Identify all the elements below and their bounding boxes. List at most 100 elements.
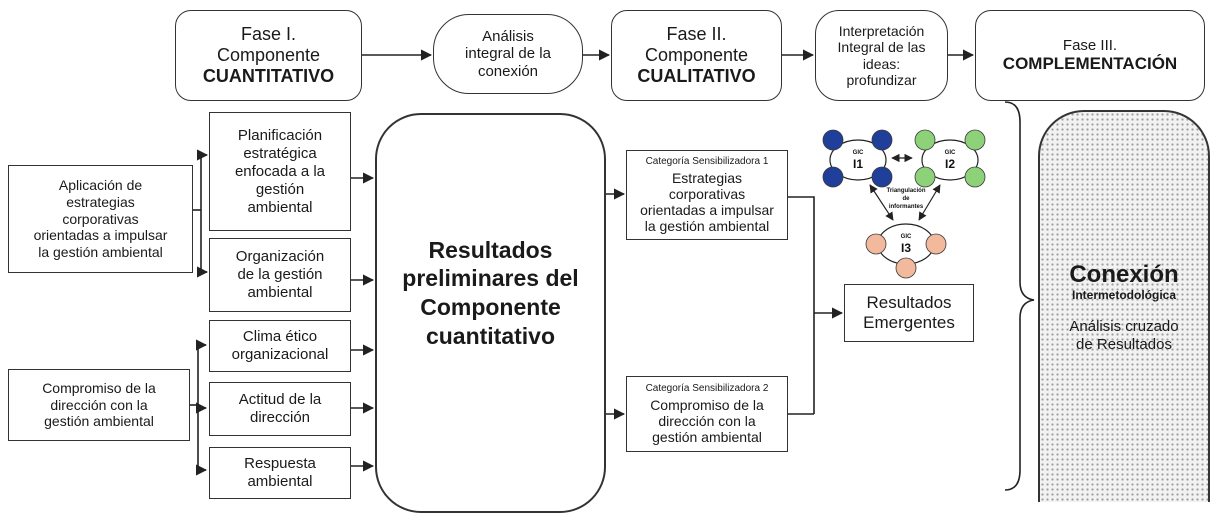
phase1-line3: CUANTITATIVO — [202, 65, 335, 86]
informant-node — [964, 129, 986, 151]
group-i3-members — [865, 233, 947, 279]
phase2-line3: CUALITATIVO — [637, 65, 756, 86]
planning-line4: gestión — [255, 180, 305, 198]
phase1-line2: Componente — [216, 45, 321, 66]
phase3-line1: Fase III. — [1062, 37, 1118, 55]
connection-detail-line2: de Resultados — [1076, 335, 1172, 353]
cat1-line2: corporativas — [668, 185, 746, 202]
analysis-box: Análisis integral de la conexión — [433, 14, 583, 94]
attitude-line1: Actitud de la — [238, 391, 322, 408]
phase2-box: Fase II. Componente CUALITATIVO — [611, 10, 782, 101]
category-application: Aplicación de estrategias corporativas o… — [8, 165, 193, 273]
cat2-line2: dirección con la — [658, 412, 756, 429]
group-i2-tag: GIC — [945, 150, 956, 156]
informant-node — [925, 233, 947, 255]
informant-node — [914, 166, 936, 188]
cat1-line3: orientadas a impulsar — [640, 201, 774, 218]
phase2-line2: Componente — [644, 45, 749, 66]
phase3-box: Fase III. COMPLEMENTACIÓN — [975, 10, 1205, 101]
emergent-line1: Resultados — [866, 292, 952, 312]
interpretation-line3: ideas: — [862, 55, 901, 72]
group-i2-label: I2 — [945, 157, 955, 171]
cat2-line3: gestión ambiental — [652, 428, 762, 445]
connection-title: Conexión — [1069, 261, 1179, 289]
connection-subtitle: Intermetodológica — [1071, 287, 1176, 302]
dimension-climate: Clima ético organizacional — [209, 320, 351, 372]
interpretation-line2: Integral de las — [837, 39, 926, 56]
preliminary-line4: cuantitativo — [425, 322, 556, 349]
organization-line2: de la gestión — [237, 266, 323, 283]
planning-line3: enfocada a la — [234, 162, 326, 180]
dimension-attitude: Actitud de la dirección — [209, 382, 351, 436]
dimension-response: Respuesta ambiental — [209, 447, 351, 499]
commitment-line3: gestión ambiental — [44, 413, 154, 430]
informant-node — [822, 129, 844, 151]
group-i1-members — [822, 129, 893, 188]
analysis-line2: integral de la — [465, 45, 551, 63]
connector-layer: GIC I1 GIC I2 GIC I3 Triangulación de in… — [190, 49, 1035, 491]
group-i2-members — [914, 129, 986, 188]
cat1-line1: Estrategias — [671, 169, 743, 186]
cat2-line1: Compromiso de la — [650, 396, 764, 413]
organization-line3: ambiental — [247, 284, 313, 301]
application-line1: Aplicación de — [58, 177, 143, 193]
cat1-line4: la gestión ambiental — [644, 217, 770, 234]
phase3-line2: COMPLEMENTACIÓN — [1002, 54, 1178, 74]
emergent-line2: Emergentes — [863, 313, 955, 332]
triangulation-line3: informantes — [889, 204, 924, 210]
response-line1: Respuesta — [244, 455, 316, 472]
connection-detail-line1: Análisis cruzado — [1069, 318, 1179, 336]
planning-line5: ambiental — [247, 198, 313, 216]
planning-line2: estratégica — [243, 144, 317, 162]
interpretation-line1: Interpretación — [838, 23, 925, 40]
cat1-title: Categoría Sensibilizadora 1 — [645, 156, 769, 168]
informant-node — [871, 166, 893, 188]
informant-node — [871, 129, 893, 151]
curly-brace — [1004, 101, 1035, 491]
group-i1-label: I1 — [853, 157, 863, 171]
organization-line1: Organización — [235, 248, 325, 265]
attitude-line2: dirección — [249, 409, 311, 426]
commitment-line2: dirección con la — [50, 396, 148, 413]
cat2-title: Categoría Sensibilizadora 2 — [645, 383, 769, 395]
preliminary-line1: Resultados — [428, 236, 553, 263]
sensitizing-category-2: Categoría Sensibilizadora 2 Compromiso d… — [626, 376, 788, 452]
connection-box: Conexión Intermetodológica Análisis cruz… — [1038, 110, 1210, 502]
methodology-diagram: GIC I1 GIC I2 GIC I3 Triangulación de in… — [8, 10, 1210, 513]
application-line3: corporativas — [62, 210, 139, 227]
application-line4: orientadas a impulsar — [33, 227, 168, 244]
triangulation-line1: Triangulación — [886, 188, 925, 194]
informant-node — [895, 257, 917, 279]
preliminary-line2: preliminares del — [402, 265, 579, 292]
climate-line1: Clima ético — [242, 328, 318, 345]
group-i3-tag: GIC — [901, 234, 912, 240]
analysis-line3: conexión — [477, 62, 539, 80]
planning-line1: Planificación — [237, 126, 323, 144]
phase1-box: Fase I. Componente CUANTITATIVO — [175, 10, 362, 101]
interpretation-line4: profundizar — [846, 71, 917, 88]
triangulation-line2: de — [902, 196, 910, 202]
application-line5: la gestión ambiental — [38, 244, 163, 261]
informant-network: GIC I1 GIC I2 GIC I3 Triangulación de in… — [822, 129, 986, 279]
dimension-organization: Organización de la gestión ambiental — [209, 238, 351, 312]
join-cat1 — [788, 196, 815, 414]
informant-node — [964, 166, 986, 188]
response-line2: ambiental — [247, 473, 313, 490]
climate-line2: organizacional — [231, 346, 329, 363]
group-i1-tag: GIC — [853, 150, 864, 156]
group-i3-label: I3 — [901, 241, 911, 255]
sensitizing-category-1: Categoría Sensibilizadora 1 Estrategias … — [626, 150, 788, 240]
phase1-line1: Fase I. — [240, 24, 297, 45]
preliminary-results-box: Resultados preliminares del Componente c… — [375, 113, 606, 513]
emergent-results-box: Resultados Emergentes — [844, 284, 974, 342]
commitment-line1: Compromiso de la — [42, 379, 156, 396]
informant-node — [822, 166, 844, 188]
analysis-line1: Análisis — [482, 28, 534, 46]
preliminary-line3: Componente — [420, 294, 561, 320]
application-line2: estrategias — [66, 193, 135, 210]
phase2-line1: Fase II. — [666, 24, 727, 45]
interpretation-box: Interpretación Integral de las ideas: pr… — [815, 10, 948, 101]
informant-node — [914, 129, 936, 151]
dimension-planning: Planificación estratégica enfocada a la … — [209, 112, 351, 231]
category-commitment: Compromiso de la dirección con la gestió… — [8, 369, 190, 441]
